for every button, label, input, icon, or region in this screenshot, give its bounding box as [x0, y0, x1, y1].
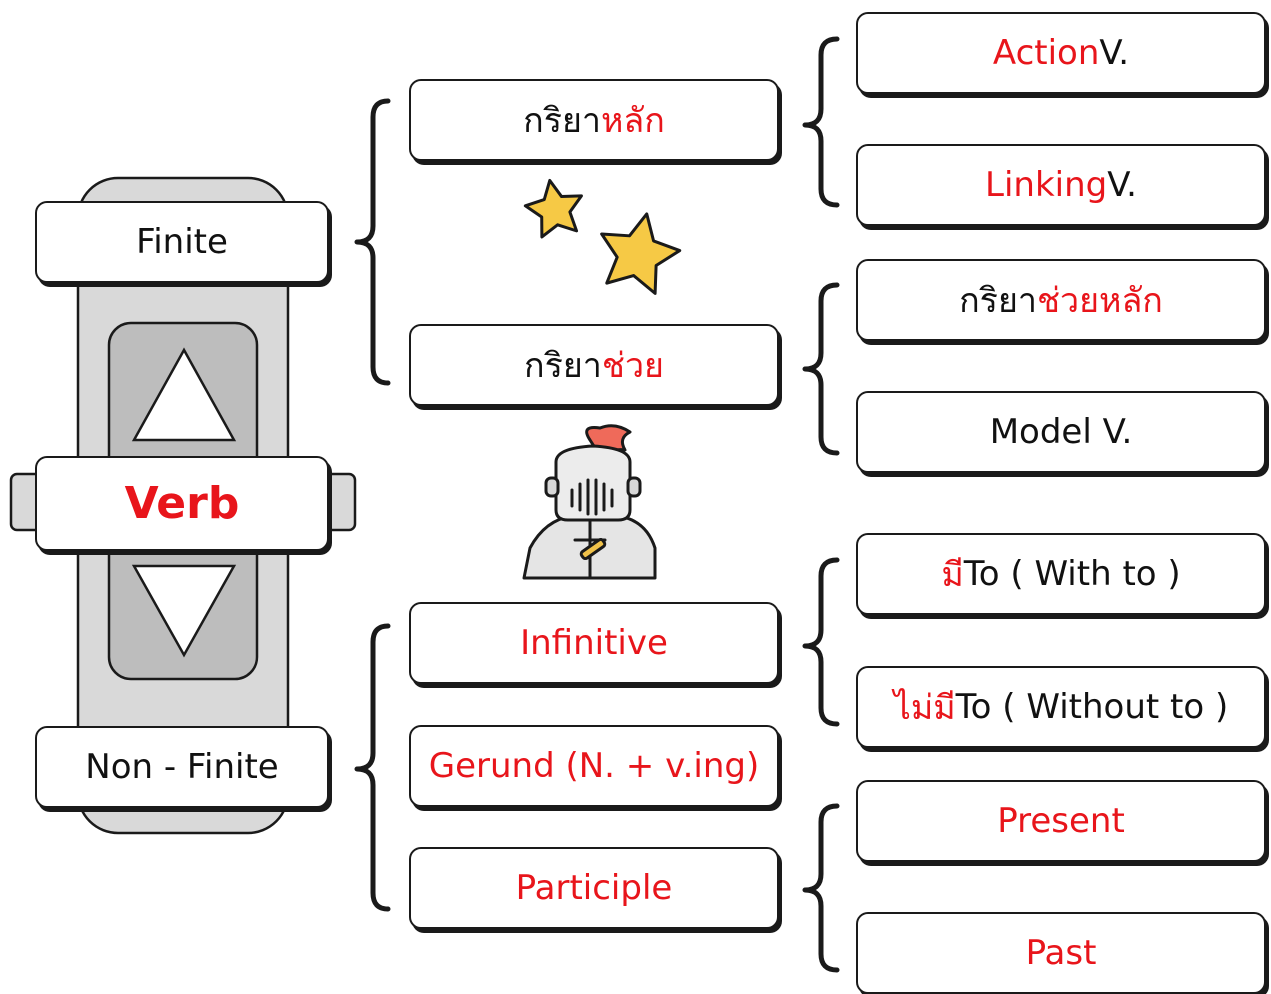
present-label: Present [997, 801, 1125, 841]
brace-participle [802, 803, 840, 973]
aux-main-black: กริยา [959, 281, 1037, 321]
aux-verb-box: กริยาช่วย [409, 324, 779, 406]
linking-v-box: Linking V. [856, 144, 1266, 226]
model-v-label: Model V. [989, 412, 1133, 452]
without-to-red: ไม่มี [893, 688, 956, 728]
action-v-box: Action V. [856, 12, 1266, 94]
infinitive-label: Infinitive [520, 623, 668, 663]
aux-verb-red: ช่วย [601, 346, 664, 386]
finite-box: Finite [35, 201, 329, 283]
knight-icon [522, 424, 657, 580]
without-to-box: ไม่มี To ( Without to ) [856, 666, 1266, 748]
linking-black: V. [1107, 165, 1137, 205]
with-to-red: มี [941, 555, 964, 595]
aux-main-red: ช่วยหลัก [1036, 281, 1163, 321]
present-box: Present [856, 780, 1266, 862]
star-icon [600, 212, 682, 295]
action-red: Action [992, 33, 1100, 73]
gerund-box: Gerund (N. + v.ing) [409, 725, 779, 807]
participle-label: Participle [515, 868, 673, 908]
up-triangle-icon [131, 347, 237, 442]
model-v-box: Model V. [856, 391, 1266, 473]
finite-label: Finite [136, 222, 228, 262]
linking-red: Linking [985, 165, 1108, 205]
participle-box: Participle [409, 847, 779, 929]
brace-aux [802, 282, 840, 456]
brace-finite [354, 98, 391, 386]
gerund-label: Gerund (N. + v.ing) [428, 746, 760, 786]
aux-main-box: กริยาช่วยหลัก [856, 259, 1266, 341]
non-finite-box: Non - Finite [35, 726, 329, 808]
star-icon [523, 178, 583, 239]
down-triangle-icon [131, 564, 237, 658]
brace-nonfinite [354, 623, 391, 912]
main-verb-black: กริยา [523, 101, 602, 141]
aux-verb-black: กริยา [524, 346, 602, 386]
verb-label: Verb [124, 478, 240, 529]
non-finite-label: Non - Finite [85, 747, 279, 787]
infinitive-box: Infinitive [409, 602, 779, 684]
with-to-black: To ( With to ) [963, 554, 1181, 594]
verb-box: Verb [35, 456, 329, 551]
with-to-box: มี To ( With to ) [856, 533, 1266, 615]
brace-infinitive [802, 557, 840, 727]
gadget-right-tab [323, 472, 357, 532]
action-black: V. [1099, 33, 1130, 73]
past-box: Past [856, 912, 1266, 994]
past-label: Past [1025, 933, 1097, 973]
main-verb-box: กริยาหลัก [409, 79, 779, 161]
main-verb-red: หลัก [601, 101, 665, 141]
brace-main [802, 36, 840, 208]
without-to-black: To ( Without to ) [955, 687, 1229, 727]
